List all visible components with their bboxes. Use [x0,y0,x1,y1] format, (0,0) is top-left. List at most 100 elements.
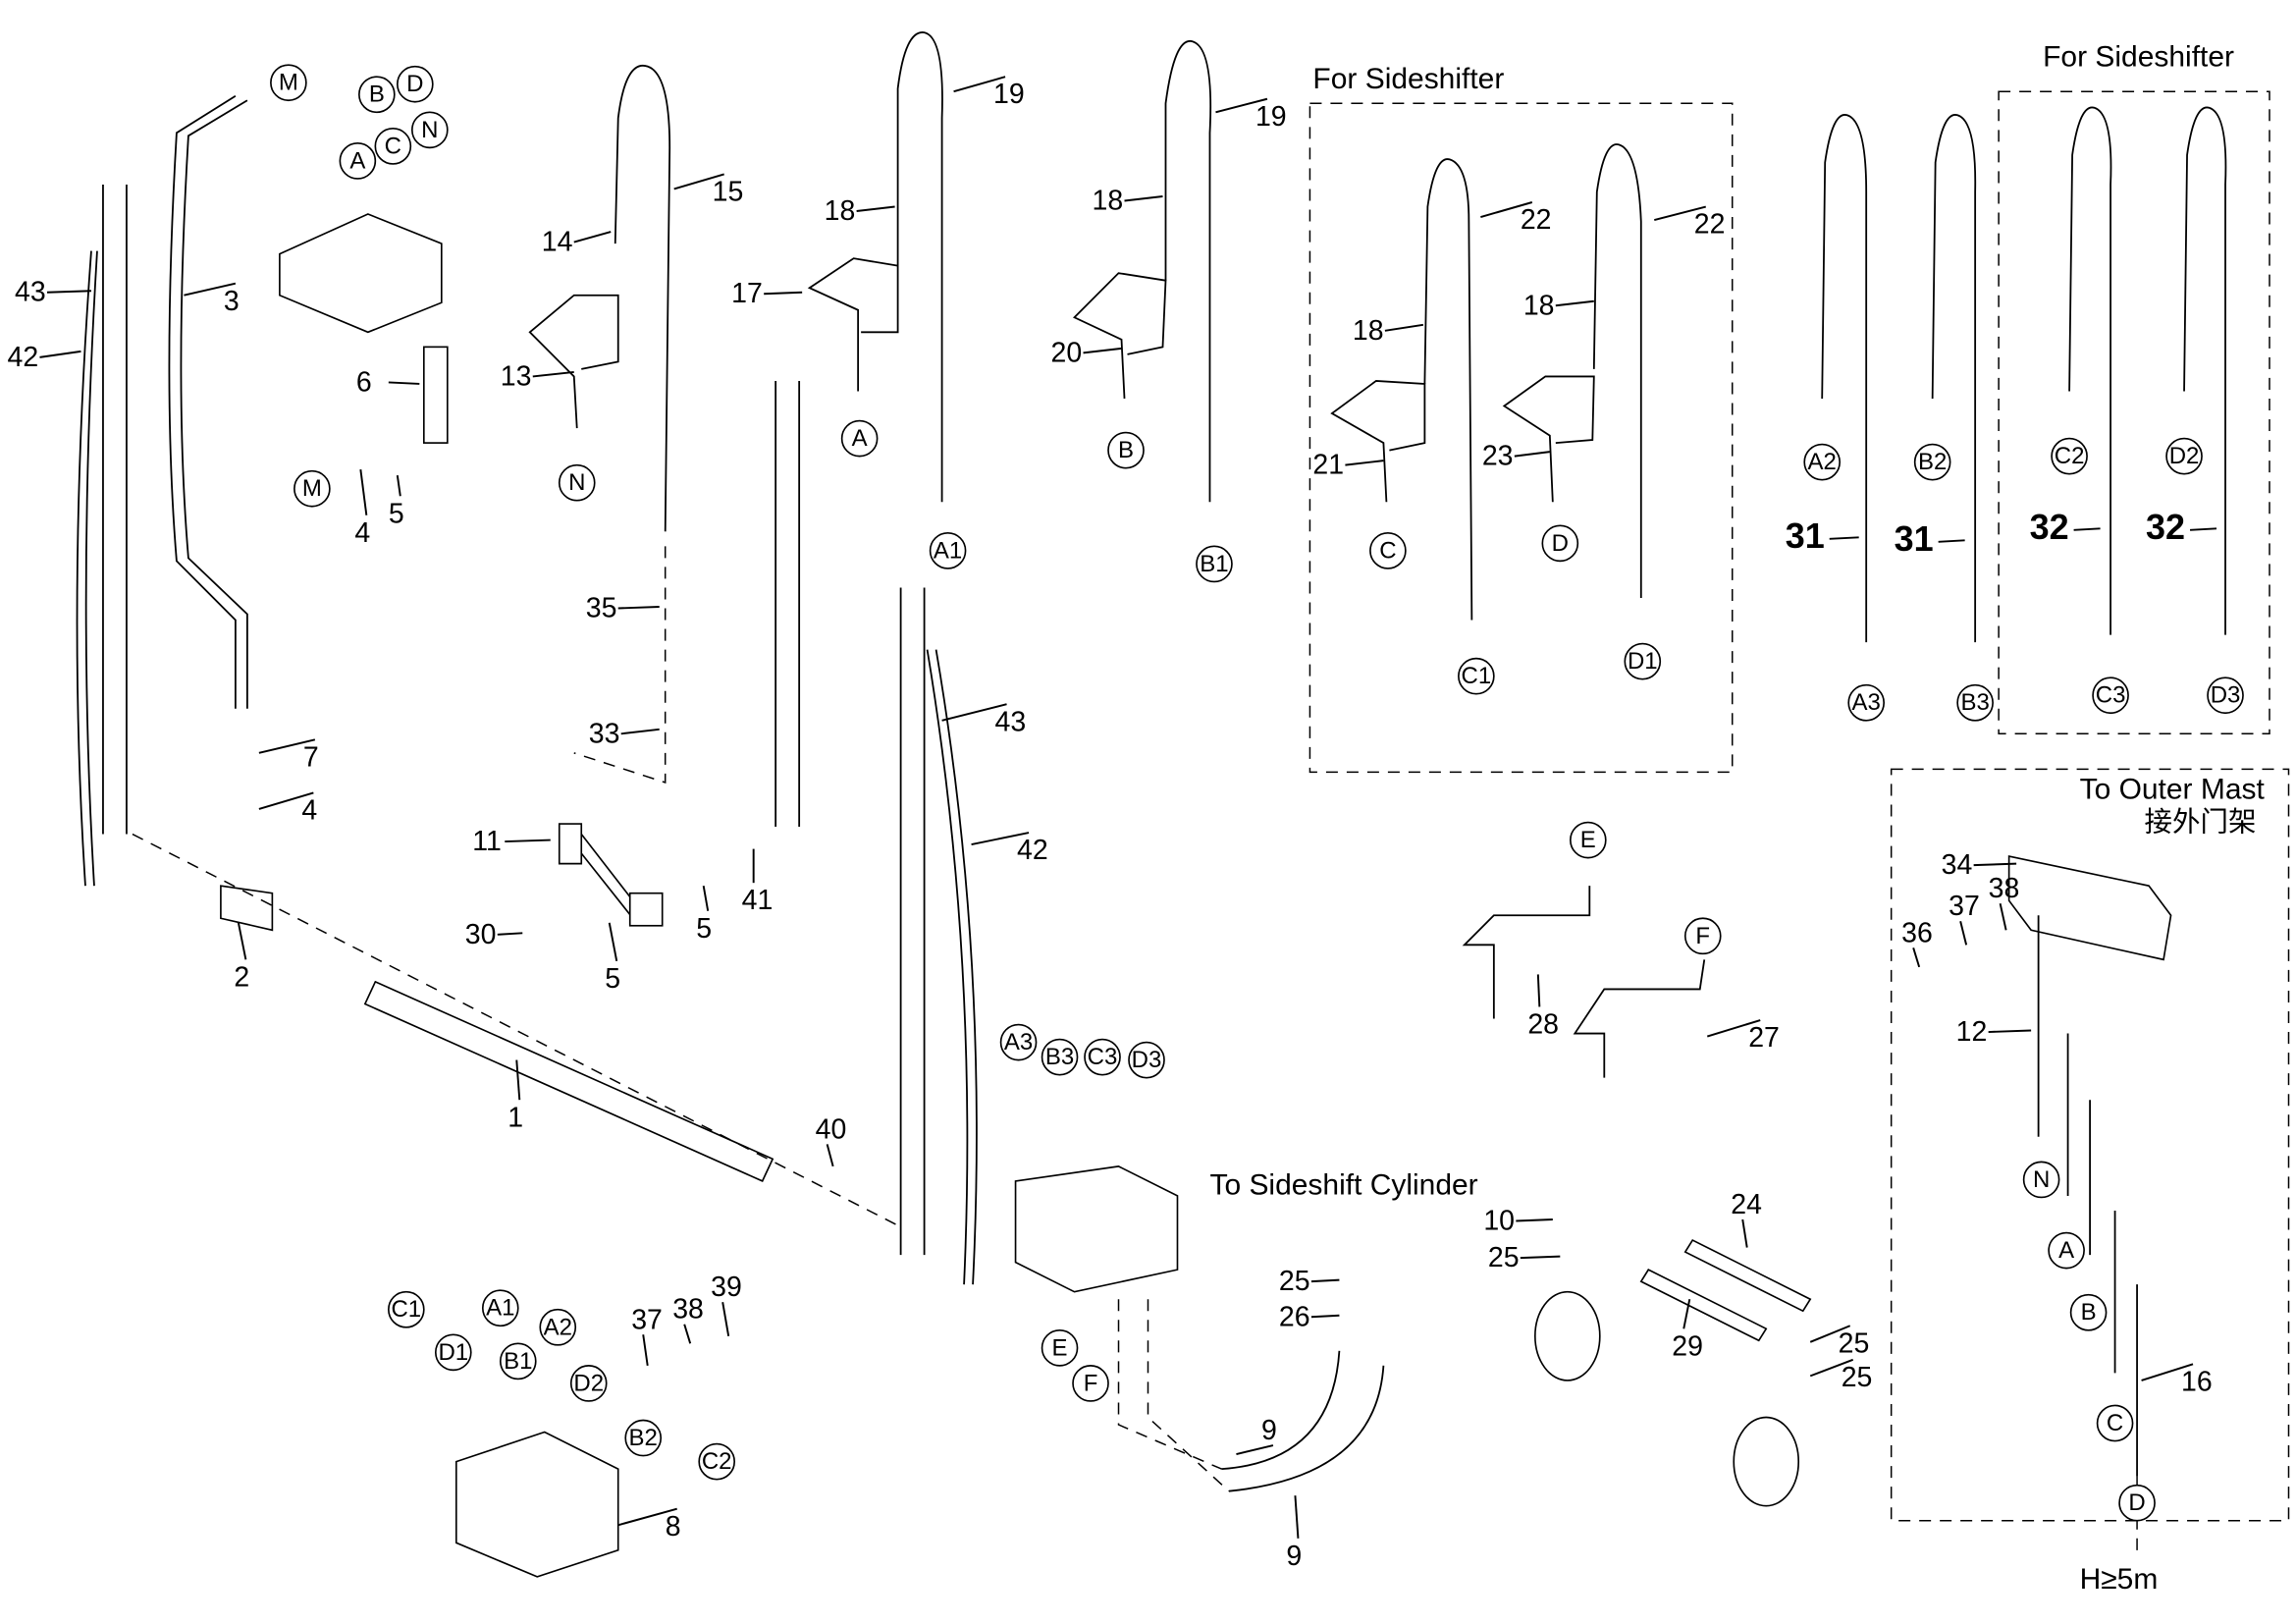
port-circle [1128,1041,1165,1079]
leader-line [617,606,660,610]
tube-28 [1462,886,1591,1019]
part-number: 20 [1051,337,1083,368]
port-label: M [270,64,307,102]
part-callout: 10 [1483,1205,1553,1237]
part-callout: 36 [1901,917,1933,968]
leader-line [1480,201,1533,218]
part-number: 22 [1694,209,1726,241]
leader-line [1682,1299,1691,1329]
leader-line [683,1324,692,1344]
port-circle [558,463,596,502]
tube-21 [1330,380,1426,503]
port-letter: A3 [1004,1029,1033,1056]
leader-line [39,350,81,358]
part-callout: 28 [1527,974,1559,1041]
tube-13 [528,294,619,429]
port-letter: B1 [504,1348,532,1375]
part-callout: 37 [1949,891,1980,946]
part-number: 23 [1482,441,1514,472]
leader-line [826,1144,834,1167]
port-letter: B3 [1960,689,1989,716]
port-circle [1041,1328,1079,1367]
port-letter: D2 [2169,443,2200,469]
port-letter: B [2081,1299,2097,1326]
part-number: 25 [1488,1242,1520,1273]
part-number: 12 [1956,1016,1988,1048]
part-number: 18 [825,195,856,227]
part-callout: 25 [1488,1242,1561,1273]
port-circle [388,1290,425,1328]
port-letter: F [1084,1370,1098,1396]
coupler-block [1014,1165,1179,1293]
port-label: C2 [698,1442,736,1481]
part-drawings [76,31,2290,1578]
port-circle [358,76,396,114]
port-circle [1956,683,1994,722]
part-callout: 7 [258,738,319,773]
port-circle [339,142,377,180]
leader-line [608,922,618,962]
part-number: 39 [711,1272,742,1303]
port-circle [569,1365,608,1402]
leader-line [1912,947,1921,968]
port-letter: M [279,70,298,96]
leader-line [258,738,316,754]
outer-mast-box [1890,768,2290,1522]
part-callout: 17 [731,278,803,309]
port-label: C3 [1084,1038,1121,1076]
bracket-block [628,892,664,927]
hose-22-b [1592,143,1642,598]
port-letter: C [1379,537,1396,564]
hose-42-left [76,250,98,887]
part-number: 37 [631,1304,663,1335]
part-number: 28 [1527,1009,1559,1041]
hose-31-a [1821,114,1868,643]
tube-29 [1639,1269,1768,1342]
hose-22-a [1423,158,1473,621]
port-label: B [358,76,396,114]
port-circle [1541,524,1579,563]
part-callout: 24 [1731,1189,1762,1248]
part-number: 19 [993,79,1025,110]
port-letter: D [1552,530,1569,557]
part-callout: 5 [696,886,712,945]
leader-line [46,290,91,294]
port-label: B3 [1041,1038,1079,1076]
leader-line [505,839,551,843]
part-callout: 18 [1353,315,1424,347]
port-circle [1569,821,1607,859]
leader-line [1555,299,1594,307]
port-label: B2 [624,1419,663,1457]
port-circle [294,469,331,508]
part-callout: 32 [2146,507,2217,547]
valve-block-6 [279,213,443,334]
height-note: H≥5m [2080,1563,2159,1596]
part-number: 5 [389,498,404,529]
part-callout: 3 [184,282,240,317]
port-circle [434,1333,472,1372]
part-callout: 12 [1956,1016,2032,1048]
part-number: 27 [1748,1022,1780,1054]
port-label: F [1683,917,1722,955]
leader-line [1809,1358,1854,1378]
leader-line [721,1302,730,1336]
part-number: 10 [1483,1205,1515,1236]
part-number: 19 [1255,101,1287,133]
port-letter: E [1580,827,1596,853]
leader-line [1124,195,1163,202]
leader-line [764,291,803,296]
port-circle [539,1308,577,1346]
outer-mast-hoses [2037,915,2138,1477]
part-number: 11 [472,826,502,857]
port-circle [1847,683,1886,722]
port-circle [929,531,967,569]
part-callout: 40 [816,1113,846,1167]
port-circle [2118,1484,2156,1522]
port-label: C1 [388,1290,425,1328]
port-circle [1041,1038,1079,1076]
part-number: 1 [507,1102,523,1133]
port-label: D [1541,524,1579,563]
part-callout: 29 [1672,1299,1703,1362]
port-circle [397,65,434,103]
port-circle [1196,545,1233,583]
